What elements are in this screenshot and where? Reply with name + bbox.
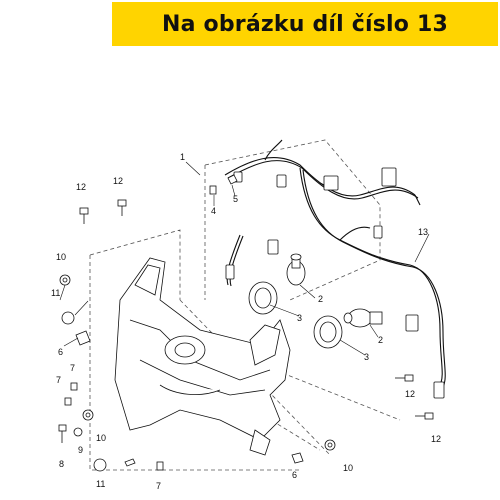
callout-10b: 10 bbox=[96, 433, 106, 443]
callout-9: 9 bbox=[78, 445, 83, 455]
callout-6b: 6 bbox=[292, 470, 297, 480]
wire-harness bbox=[224, 139, 446, 388]
callout-10c: 10 bbox=[343, 463, 353, 473]
part-number-banner: Na obrázku díl číslo 13 bbox=[112, 2, 498, 46]
assembly-frame-top bbox=[204, 139, 381, 301]
callout-12b: 12 bbox=[113, 176, 123, 186]
callout-3b: 3 bbox=[364, 352, 369, 362]
callout-8: 8 bbox=[59, 459, 64, 469]
callout-1: 1 bbox=[180, 152, 185, 162]
seal-rings bbox=[248, 281, 343, 349]
headlight-housing bbox=[114, 257, 291, 456]
callout-7a: 7 bbox=[70, 363, 75, 373]
lamp-frame-bottom bbox=[89, 255, 300, 471]
callout-12a: 12 bbox=[76, 182, 86, 192]
callout-10a: 10 bbox=[56, 252, 66, 262]
callout-6: 6 bbox=[58, 347, 63, 357]
callout-7b: 7 bbox=[56, 375, 61, 385]
callout-11b: 11 bbox=[96, 479, 105, 489]
callout-7c: 7 bbox=[156, 481, 161, 491]
callout-4: 4 bbox=[211, 206, 216, 216]
callout-labels: 1 2 2 3 3 4 5 6 6 7 7 7 8 9 10 10 10 11 … bbox=[51, 152, 441, 491]
callout-11a: 11 bbox=[51, 288, 60, 298]
callout-2b: 2 bbox=[378, 335, 383, 345]
callout-13: 13 bbox=[418, 227, 428, 237]
callout-3a: 3 bbox=[297, 313, 302, 323]
leader-dash-2 bbox=[249, 359, 401, 421]
lamp-frame-top bbox=[89, 229, 181, 300]
callout-12c: 12 bbox=[405, 389, 415, 399]
banner-text: Na obrázku díl číslo 13 bbox=[162, 11, 448, 37]
callout-5: 5 bbox=[233, 194, 238, 204]
callout-12d: 12 bbox=[431, 434, 441, 444]
callout-2a: 2 bbox=[318, 294, 323, 304]
bulb-lower bbox=[343, 308, 383, 328]
bulb-upper bbox=[286, 253, 306, 286]
fasteners bbox=[58, 174, 434, 472]
leader-lines bbox=[59, 161, 430, 356]
